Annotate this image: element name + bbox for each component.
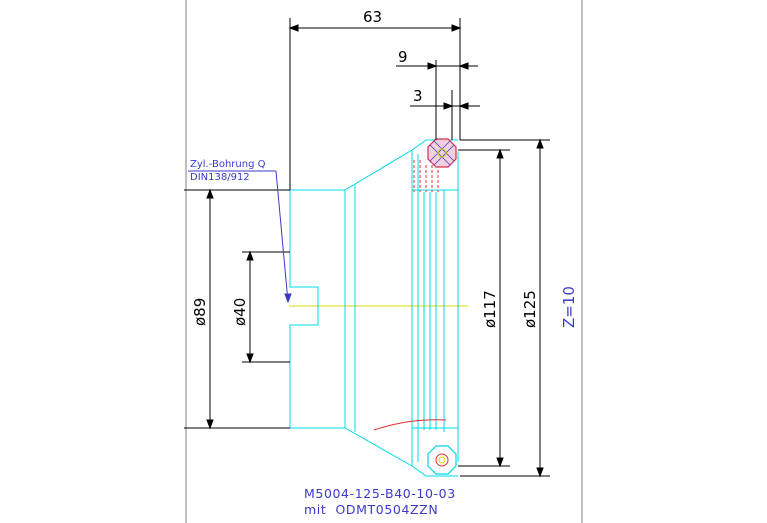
dim-63-label: 63 (363, 8, 382, 26)
insert-top (427, 138, 457, 168)
section-hatch (373, 160, 447, 431)
bore-note-line1: Zyl.-Bohrung Q (190, 159, 266, 170)
dim-9-label: 9 (398, 48, 408, 66)
dim-89-label: ø89 (191, 298, 209, 326)
cutter-body (289, 139, 459, 477)
dimension-lines (184, 18, 550, 478)
dim-3-label: 3 (413, 87, 423, 105)
dim-40-label: ø40 (231, 298, 249, 326)
insert-designation: mit ODMT0504ZZN (304, 502, 438, 517)
bore-note-line2: DIN138/912 (190, 172, 250, 183)
teeth-count-label: Z=10 (560, 286, 578, 328)
dim-125-label: ø125 (521, 290, 539, 328)
note-leader (188, 170, 292, 304)
insert-bottom (427, 445, 457, 475)
dim-117-label: ø117 (481, 290, 499, 328)
part-number: M5004-125-B40-10-03 (304, 486, 456, 501)
